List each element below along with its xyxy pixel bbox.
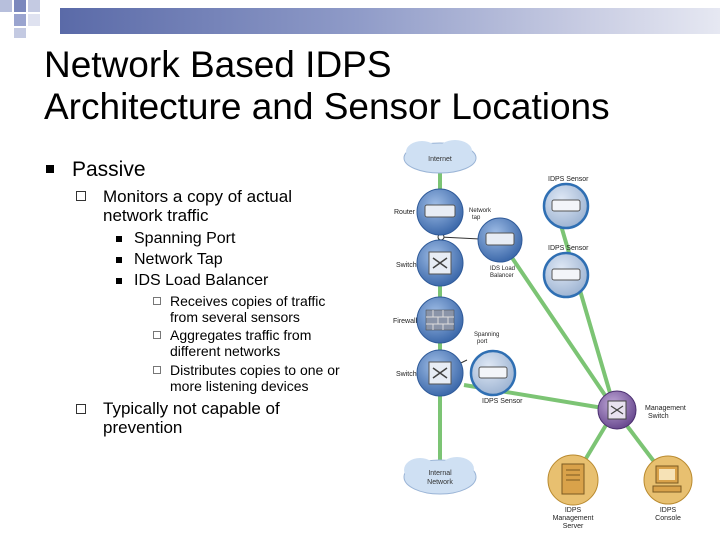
label-spanning-port-2: port — [477, 339, 488, 345]
router-device-icon — [424, 204, 456, 218]
label-management-switch-1: Management — [645, 405, 686, 412]
bullet-distributes-line1: Distributes copies to one or — [170, 362, 340, 378]
label-ids-load-balancer-2: Balancer — [490, 273, 514, 279]
bullet-aggregates-line2: different networks — [170, 343, 281, 359]
hollow-bullet-icon — [76, 191, 86, 201]
label-management-server-2: Management — [553, 515, 594, 522]
title-bar-decoration — [60, 8, 720, 34]
corner-decoration — [0, 0, 40, 38]
bullet-typically: Typically not capable of prevention — [103, 399, 280, 437]
label-internet: Internet — [428, 156, 452, 163]
bullet-receives-line1: Receives copies of traffic — [170, 293, 326, 309]
label-idps-sensor-mid: IDPS Sensor — [548, 245, 589, 252]
title-line-1: Network Based IDPS — [44, 44, 392, 85]
bullet-aggregates: Aggregates traffic from different networ… — [170, 327, 311, 359]
idps-sensor-top-device-icon — [551, 199, 581, 212]
label-network-tap-2: tap — [472, 215, 481, 221]
bullet-receives: Receives copies of traffic from several … — [170, 293, 325, 325]
ids-load-balancer-device-icon — [485, 232, 515, 246]
idps-sensor-mid-device-icon — [551, 268, 581, 281]
title-line-2: Architecture and Sensor Locations — [44, 86, 610, 127]
label-spanning-port-1: Spanning — [474, 332, 499, 338]
label-network-tap-1: Network — [469, 208, 492, 214]
bullet-monitors: Monitors a copy of actual network traffi… — [103, 187, 292, 225]
bullet-typically-line1: Typically not capable of — [103, 399, 280, 418]
label-router: Router — [394, 209, 416, 216]
bullet-monitors-line2: network traffic — [103, 206, 209, 225]
bullet-spanning-port: Spanning Port — [134, 230, 236, 247]
slide-title: Network Based IDPS Architecture and Sens… — [44, 44, 684, 128]
bullet-monitors-line1: Monitors a copy of actual — [103, 187, 292, 206]
label-internal-network-2: Network — [427, 479, 453, 486]
internal-network-cloud-icon — [403, 457, 477, 495]
bullet-square-icon — [116, 257, 122, 263]
bullet-distributes-line2: more listening devices — [170, 378, 309, 394]
idps-sensor-bottom-device-icon — [478, 366, 508, 379]
hollow-bullet-icon — [153, 366, 161, 374]
bullet-square-icon — [116, 278, 122, 284]
bullet-aggregates-line1: Aggregates traffic from — [170, 327, 312, 343]
bullet-receives-line2: from several sensors — [170, 309, 300, 325]
label-internal-network-1: Internal — [428, 470, 452, 477]
hollow-bullet-icon — [153, 297, 161, 305]
bullet-square-icon — [116, 236, 122, 242]
hollow-bullet-icon — [153, 331, 161, 339]
label-console-2: Console — [655, 515, 681, 522]
bullet-distributes: Distributes copies to one or more listen… — [170, 362, 340, 394]
label-firewall: Firewall — [393, 318, 418, 325]
label-management-server-1: IDPS — [565, 507, 582, 514]
label-idps-sensor-bottom: IDPS Sensor — [482, 398, 523, 405]
label-console-1: IDPS — [660, 507, 677, 514]
bullet-passive: Passive — [72, 158, 146, 181]
label-management-switch-2: Switch — [648, 413, 669, 420]
bullet-network-tap: Network Tap — [134, 251, 223, 268]
bullet-square-icon — [46, 165, 54, 173]
server-tower-icon — [561, 463, 585, 495]
computer-monitor-icon — [652, 465, 682, 493]
label-switch-top: Switch — [396, 262, 417, 269]
label-management-server-3: Server — [563, 523, 584, 530]
bullet-ids-load-balancer: IDS Load Balancer — [134, 272, 269, 289]
internet-cloud-icon — [403, 140, 477, 174]
label-switch-bottom: Switch — [396, 371, 417, 378]
hollow-bullet-icon — [76, 404, 86, 414]
bullet-typically-line2: prevention — [103, 418, 183, 437]
label-idps-sensor-top: IDPS Sensor — [548, 176, 589, 183]
label-ids-load-balancer-1: IDS Load — [490, 266, 515, 272]
firewall-device-icon — [425, 309, 455, 331]
